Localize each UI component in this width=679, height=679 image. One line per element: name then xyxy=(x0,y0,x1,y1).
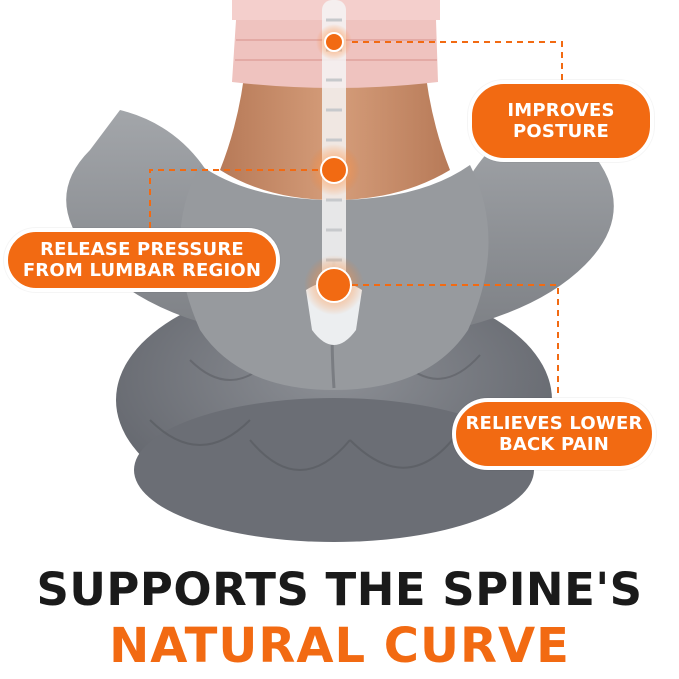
callout-relieves-back-pain: RELIEVES LOWER BACK PAIN xyxy=(452,398,656,470)
callout-lumbar-line-2: FROM LUMBAR REGION xyxy=(22,260,262,281)
callout-posture-line-2: POSTURE xyxy=(513,121,609,142)
callout-leader-lines xyxy=(149,41,563,402)
callout-improves-posture: IMPROVES POSTURE xyxy=(468,80,654,162)
callout-back-line-1: RELIEVES LOWER xyxy=(465,413,643,434)
highlight-lower-back xyxy=(304,255,364,315)
seated-figure xyxy=(66,0,614,390)
callout-posture-line-1: IMPROVES xyxy=(507,100,615,121)
callout-lumbar-line-1: RELEASE PRESSURE xyxy=(40,239,244,260)
headline-accent: NATURAL CURVE xyxy=(109,618,570,674)
product-photo xyxy=(66,0,614,542)
callout-release-pressure: RELEASE PRESSURE FROM LUMBAR REGION xyxy=(4,228,280,292)
callout-back-line-2: BACK PAIN xyxy=(498,434,610,455)
headline-primary: SUPPORTS THE SPINE'S xyxy=(36,563,643,616)
highlight-mid-back xyxy=(308,144,360,196)
highlight-upper-back xyxy=(316,24,352,60)
